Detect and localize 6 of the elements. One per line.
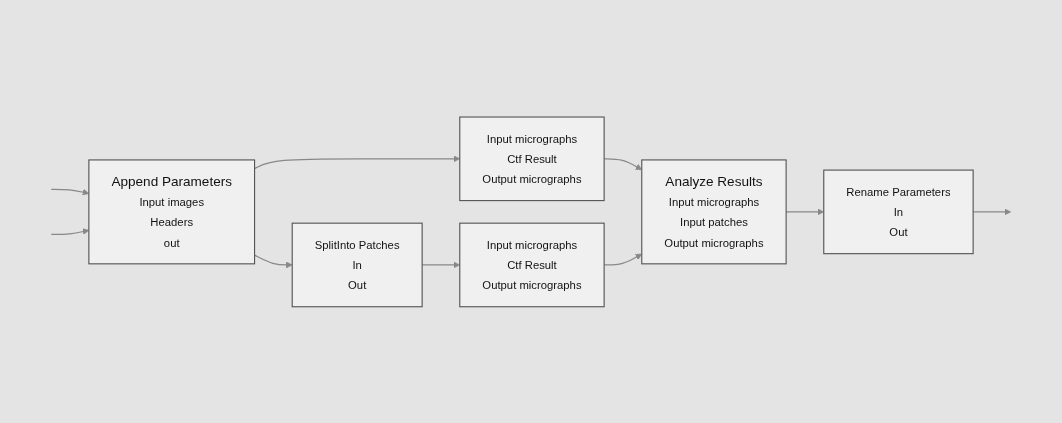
node-box: Input micrographs Ctf Result Output micrographs xyxy=(459,116,605,201)
node-box: Append Parameters Input images Headers out xyxy=(88,159,256,264)
node-box: Input micrographs Ctf Result Output micrographs xyxy=(459,222,605,307)
node-box: Rename Parameters In Out xyxy=(823,169,974,254)
node-box: Analyze Results Input micrographs Input patches Output micrographs xyxy=(641,159,787,264)
node-box: SplitInto Patches In Out xyxy=(291,222,423,307)
